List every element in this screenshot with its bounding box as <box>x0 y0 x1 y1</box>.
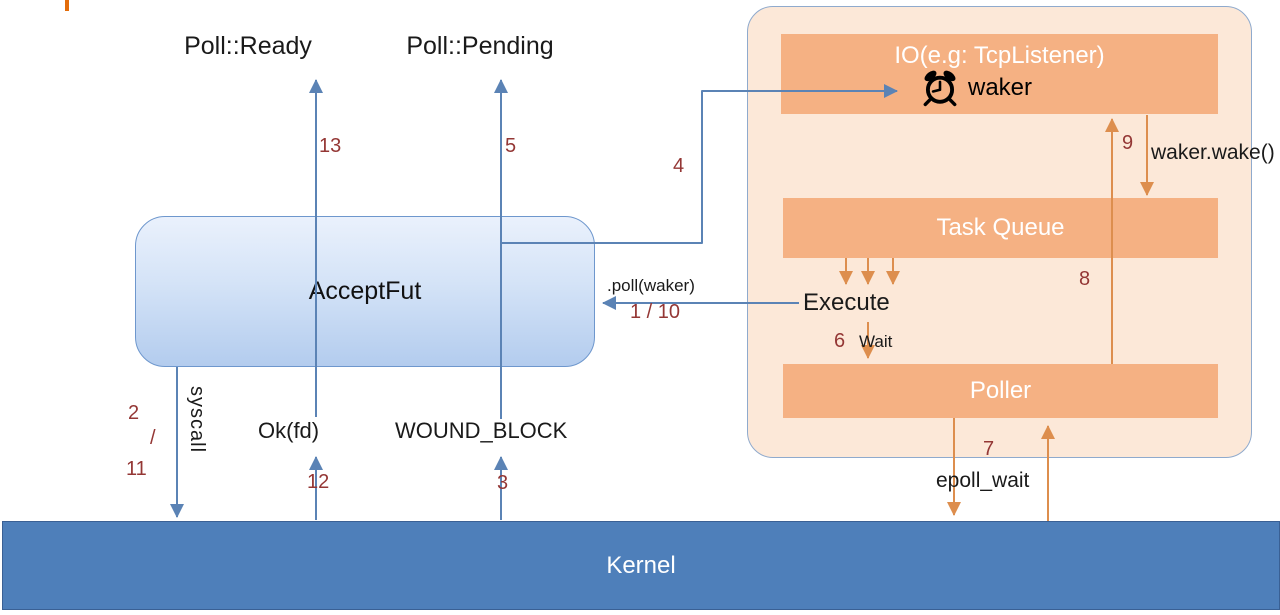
accept-fut-title: AcceptFut <box>308 277 422 305</box>
poll-ready-label: Poll::Ready <box>184 32 312 60</box>
poller-title: Poller <box>969 377 1032 404</box>
step-4-number: 4 <box>673 155 685 177</box>
task-queue-title: Task Queue <box>936 214 1065 241</box>
poll-pending-label: Poll::Pending <box>406 32 554 60</box>
execute-label: Execute <box>803 289 890 316</box>
step-12-number: 12 <box>307 471 330 493</box>
wait-label: Wait <box>859 332 893 351</box>
step-2-11-separator: / <box>150 427 156 449</box>
poller-box: Poller <box>783 364 1218 418</box>
step-9-number: 9 <box>1122 132 1134 154</box>
kernel-bar: Kernel <box>2 521 1280 610</box>
waker-wake-label: waker.wake() <box>1151 141 1275 164</box>
step-11-number: 11 <box>126 458 147 480</box>
poll-call-label: .poll(waker) <box>607 276 695 295</box>
waker-label: waker <box>967 73 1033 101</box>
step-3-number: 3 <box>497 472 509 494</box>
step-13-number: 13 <box>319 135 342 157</box>
kernel-title: Kernel <box>606 551 676 579</box>
would-block-label: WOUND_BLOCK <box>395 418 568 443</box>
accept-fut-box: AcceptFut <box>135 216 595 367</box>
syscall-label: syscall <box>186 386 208 454</box>
io-box-title: IO(e.g: TcpListener) <box>894 41 1105 69</box>
alarm-clock-icon <box>923 70 957 106</box>
task-queue-box: Task Queue <box>783 198 1218 258</box>
step-1-10-number: 1 / 10 <box>630 301 681 323</box>
ok-fd-label: Ok(fd) <box>258 418 320 443</box>
step-8-number: 8 <box>1079 268 1091 290</box>
io-box: IO(e.g: TcpListener) waker <box>781 34 1218 114</box>
step-7-number: 7 <box>983 438 995 460</box>
orange-tick-mark <box>65 0 69 11</box>
step-2-number: 2 <box>128 402 140 424</box>
epoll-wait-label: epoll_wait <box>936 469 1030 492</box>
step-5-number: 5 <box>505 135 517 157</box>
step-6-number: 6 <box>834 330 846 352</box>
waker-row: waker <box>921 69 1032 107</box>
